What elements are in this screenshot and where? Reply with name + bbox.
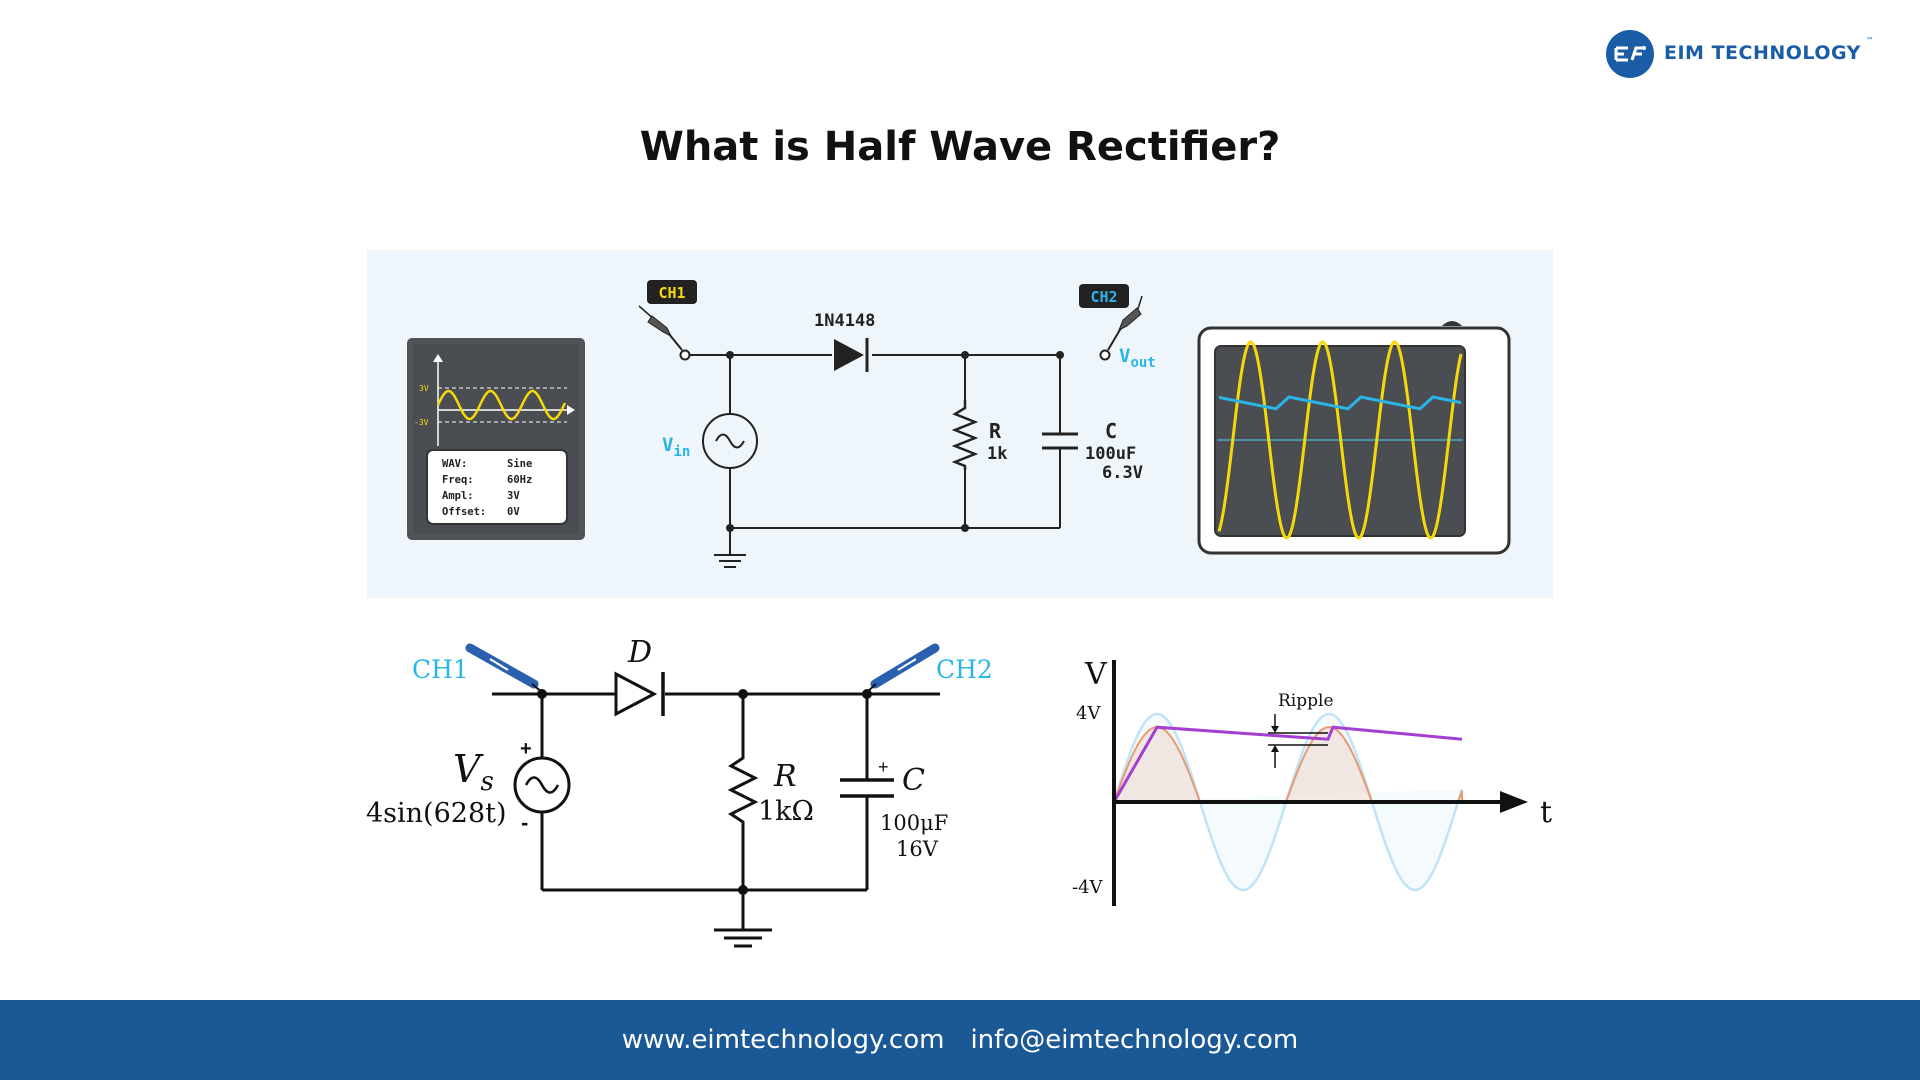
- generator-offset-value: 0V: [507, 506, 520, 518]
- output-terminal: [1099, 349, 1111, 361]
- rectified-wave: [1112, 726, 1463, 803]
- generator-sine-wave: [436, 389, 567, 421]
- source-plus-sign: +: [520, 738, 532, 760]
- schematic-capacitor-value: 100μF: [880, 811, 948, 835]
- schematic-ground: [714, 928, 772, 948]
- generator-freq-key: Freq:: [442, 474, 474, 486]
- schematic-capacitor: [840, 778, 894, 798]
- probe-ch1: [638, 280, 697, 351]
- diode-label: 1N4148: [814, 311, 875, 331]
- brand-logo-icon: [1606, 30, 1654, 78]
- generator-readout: [426, 449, 568, 525]
- schematic-source: [513, 756, 571, 814]
- resistor-r: [951, 400, 979, 470]
- schematic-wires: [492, 692, 940, 930]
- brand-trademark: ™: [1866, 36, 1874, 45]
- ripple-arrow-down: [1271, 726, 1279, 733]
- footer-website[interactable]: www.eimtechnology.com: [621, 1025, 945, 1055]
- ripple-waveform-graph: V t 4V -4V Ripple: [1072, 657, 1552, 906]
- y-high-label: 4V: [1076, 703, 1101, 724]
- generator-axis-low: -3V: [414, 418, 429, 427]
- schematic-ch2-label: CH2: [936, 655, 993, 684]
- capacitor-name: C: [1105, 419, 1117, 443]
- schematic-diode: [614, 671, 665, 717]
- probe-ch2: [1079, 284, 1143, 351]
- probe-ch1-label: CH1: [658, 284, 685, 302]
- brand-name: EIM TECHNOLOGY: [1664, 42, 1861, 64]
- junction-dots: [726, 351, 1064, 532]
- generator-wav-key: WAV:: [442, 458, 467, 470]
- resistor-value: 1k: [987, 444, 1007, 464]
- schematic-resistor-value: 1kΩ: [758, 796, 814, 827]
- generator-wav-value: Sine: [507, 458, 532, 470]
- filtered-output-wave: [1112, 725, 1463, 803]
- generator-axis-high: 3V: [419, 384, 429, 393]
- generator-ampl-value: 3V: [507, 490, 520, 502]
- diode-1n4148: [834, 338, 869, 372]
- source-minus-sign: -: [521, 810, 528, 835]
- probe-ch2-label: CH2: [1090, 288, 1117, 306]
- generator-offset-key: Offset:: [442, 506, 486, 518]
- vin-label: Vin: [662, 434, 690, 460]
- ground-symbol: [714, 554, 746, 568]
- y-low-label: -4V: [1072, 877, 1104, 898]
- function-generator: 3V -3V WAV: Sine Freq: 60Hz Ampl: 3V Off…: [407, 338, 585, 540]
- footer-email[interactable]: info@eimtechnology.com: [970, 1025, 1299, 1055]
- generator-ampl-key: Ampl:: [442, 490, 474, 502]
- source-expression: 4sin(628t): [366, 798, 507, 829]
- ripple-marker: [1268, 714, 1328, 768]
- footer: www.eimtechnology.com info@eimtechnology…: [0, 1000, 1920, 1080]
- schematic-capacitor-name: C: [902, 763, 925, 798]
- schematic-ch1-label: CH1: [412, 655, 469, 684]
- oscilloscope: [1197, 321, 1511, 555]
- x-axis-arrow: [1500, 791, 1528, 813]
- x-axis-label: t: [1540, 795, 1552, 830]
- circuit-wires: [687, 354, 1061, 555]
- input-terminal: [679, 349, 691, 361]
- capacitor-plus-sign: +: [878, 757, 889, 777]
- generator-freq-value: 60Hz: [507, 474, 532, 486]
- y-axis-label: V: [1084, 657, 1108, 692]
- vin-source: [702, 413, 758, 469]
- schematic-diode-label: D: [627, 635, 652, 670]
- schematic-resistor-name: R: [773, 759, 797, 794]
- source-label: Vs: [453, 747, 494, 797]
- top-circuit-diagram: 3V -3V WAV: Sine Freq: 60Hz Ampl: 3V Off…: [367, 250, 1553, 598]
- page-title: What is Half Wave Rectifier?: [639, 124, 1281, 170]
- oscilloscope-ch2-trace: [1218, 395, 1462, 411]
- schematic-capacitor-voltage: 16V: [896, 837, 939, 861]
- schematic-resistor: [727, 752, 759, 828]
- capacitor-voltage: 6.3V: [1102, 463, 1143, 483]
- ripple-annotation: Ripple: [1278, 691, 1334, 711]
- schematic-diagram: D + - Vs 4sin(628t) R 1kΩ + C 100μF 16V …: [366, 635, 993, 948]
- brand-logo: EIM TECHNOLOGY ™: [1604, 28, 1884, 80]
- capacitor-c: [1042, 432, 1078, 450]
- oscilloscope-ch1-trace: [1217, 340, 1463, 540]
- ripple-arrow-up: [1271, 745, 1279, 752]
- schematic-probe-ch2: [866, 643, 940, 693]
- schematic-probe-ch1: [465, 643, 543, 693]
- resistor-name: R: [989, 419, 1002, 443]
- capacitor-value: 100uF: [1085, 444, 1136, 464]
- vout-label: Vout: [1119, 345, 1156, 371]
- schematic-junction-dots: [537, 689, 872, 895]
